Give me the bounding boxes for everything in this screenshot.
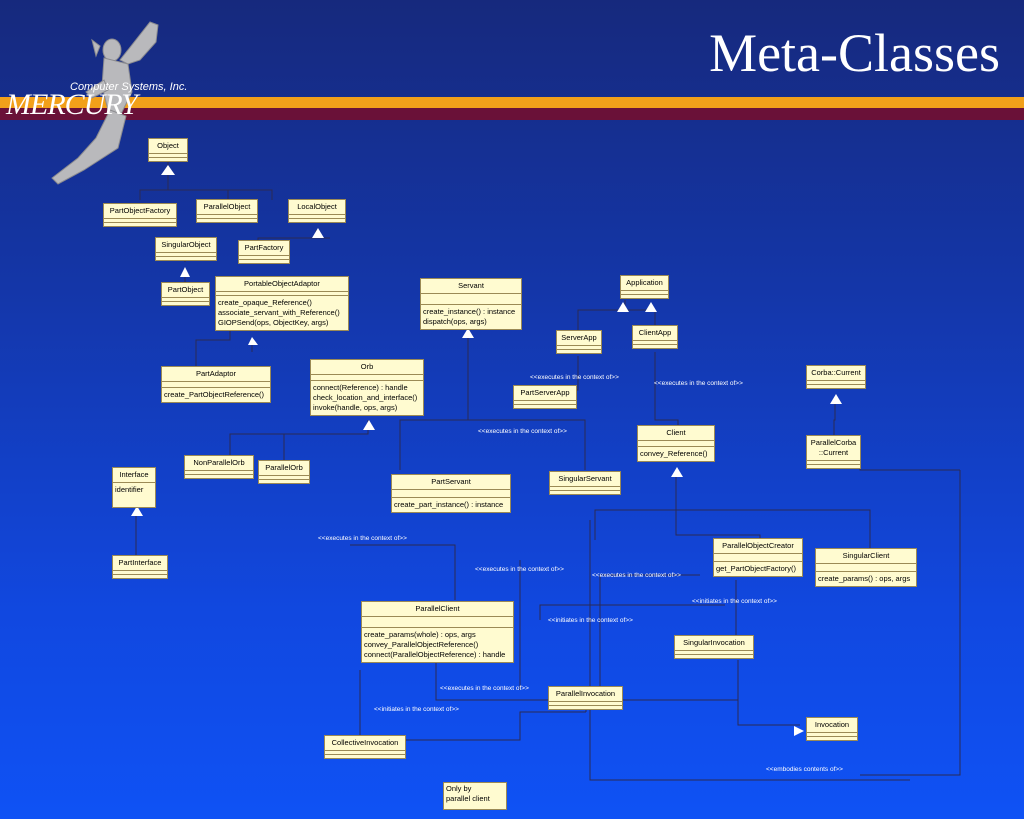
class-interface: Interface identifier xyxy=(112,467,156,508)
class-parallel-invocation: ParallelInvocation xyxy=(548,686,623,710)
mercury-figure-icon xyxy=(51,21,159,185)
class-part-factory: PartFactory xyxy=(238,240,290,264)
class-part-server-app: PartServerApp xyxy=(513,385,577,409)
class-client: Client convey_Reference() xyxy=(637,425,715,462)
label-exec-partserverapp: <<executes in the context of>> xyxy=(530,374,619,381)
label-exec-clientapp: <<executes in the context of>> xyxy=(654,380,743,387)
class-singular-object: SingularObject xyxy=(155,237,217,261)
class-singular-client: SingularClient create_params() : ops, ar… xyxy=(815,548,917,587)
class-object: Object xyxy=(148,138,188,162)
label-exec-client: <<executes in the context of>> xyxy=(592,572,681,579)
company-tagline: Computer Systems, Inc. xyxy=(70,81,188,93)
label-init-parallelclient: <<initiates in the context of>> xyxy=(548,617,633,624)
class-non-parallel-orb: NonParallelOrb xyxy=(184,455,254,479)
class-parallel-orb: ParallelOrb xyxy=(258,460,310,484)
class-part-object-factory: PartObjectFactory xyxy=(103,203,177,227)
title-bar-maroon xyxy=(0,108,1024,120)
class-local-object: LocalObject xyxy=(288,199,346,223)
class-application: Application xyxy=(620,275,669,299)
label-exec-parallelinvocation: <<executes in the context of>> xyxy=(440,685,529,692)
class-part-adaptor: PartAdaptor create_PartObjectReference() xyxy=(161,366,271,403)
class-singular-servant: SingularServant xyxy=(549,471,621,495)
slide-title: Meta-Classes xyxy=(709,23,1000,83)
label-init-singularclient: <<initiates in the context of>> xyxy=(692,598,777,605)
class-collective-invocation: CollectiveInvocation xyxy=(324,735,406,759)
label-embodies: <<embodies contents of>> xyxy=(766,766,843,773)
class-part-object: PartObject xyxy=(161,282,210,306)
class-portable-object-adaptor: PortableObjectAdaptor create_opaque_Refe… xyxy=(215,276,349,331)
class-parallel-client: ParallelClient create_params(whole) : op… xyxy=(361,601,514,663)
label-exec-singularservant: <<executes in the context of>> xyxy=(475,566,564,573)
class-server-app: ServerApp xyxy=(556,330,602,354)
title-bar-orange xyxy=(0,97,1024,108)
class-parallel-object: ParallelObject xyxy=(196,199,258,223)
class-invocation: Invocation xyxy=(806,717,858,741)
class-client-app: ClientApp xyxy=(632,325,678,349)
class-parallel-corba-current: ParallelCorba ::Current xyxy=(806,435,861,469)
label-init-collective: <<initiates in the context of>> xyxy=(374,706,459,713)
label-exec-servant: <<executes in the context of>> xyxy=(478,428,567,435)
class-singular-invocation: SingularInvocation xyxy=(674,635,754,659)
label-exec-partservant: <<executes in the context of>> xyxy=(318,535,407,542)
class-part-servant: PartServant create_part_instance() : ins… xyxy=(391,474,511,513)
class-parallel-object-creator: ParallelObjectCreator get_PartObjectFact… xyxy=(713,538,803,577)
class-corba-current: Corba::Current xyxy=(806,365,866,389)
class-part-interface: PartInterface xyxy=(112,555,168,579)
brand-logo: MERCURY xyxy=(6,88,138,121)
